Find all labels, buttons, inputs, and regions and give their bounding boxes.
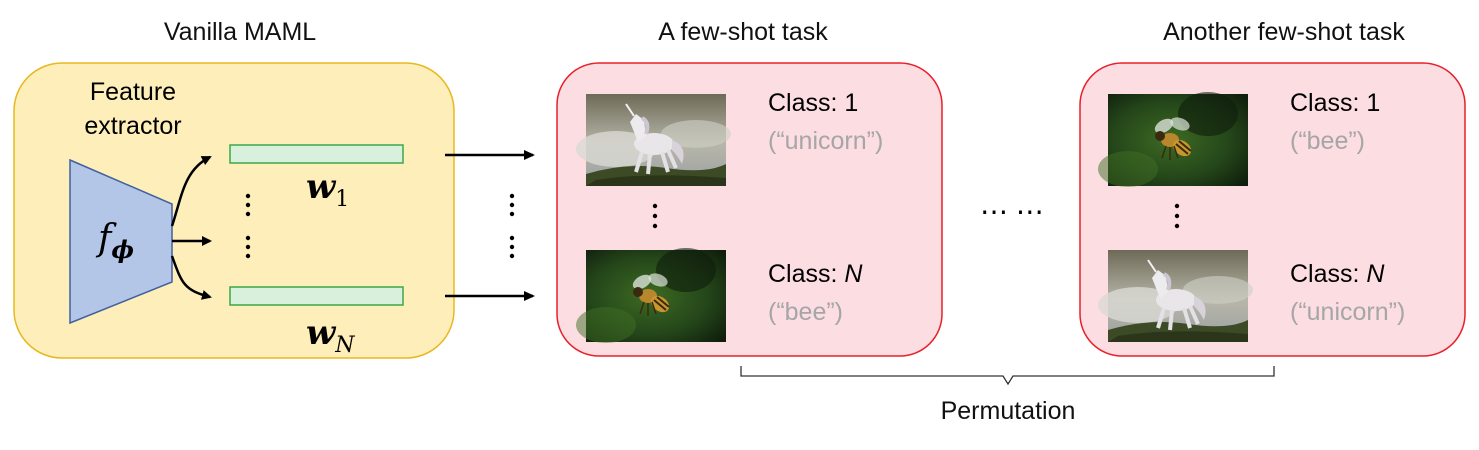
feature-extractor-trapezoid (69, 158, 173, 325)
extractor-arrow-top (170, 155, 212, 227)
task1-caption: A few-shot task (658, 18, 828, 46)
task1-bottom-class-name: (“bee”) (768, 298, 843, 326)
extractor-arrow-bottom (170, 255, 212, 300)
task2-bottom-class-label: Class: N (1290, 260, 1385, 288)
task2-vertical-dots (1174, 203, 1180, 229)
task2-top-image-bee (1097, 91, 1249, 188)
between-tasks-dots: ⋯ ⋯ (980, 196, 1044, 227)
arrows-vertical-dots (509, 193, 515, 259)
task2-bottom-class-name: (“unicorn”) (1290, 298, 1405, 326)
task1-vertical-dots (652, 203, 658, 229)
task1-top-class-label: Class: 1 (768, 89, 858, 117)
maml-vertical-dots (245, 193, 251, 259)
permutation-brace (740, 366, 1275, 386)
task1-top-image-unicorn (574, 92, 733, 188)
task1-bottom-image-bee (575, 247, 727, 344)
feature-extractor-label-line2: extractor (84, 112, 181, 140)
wN-label: wN (306, 313, 355, 358)
task1-bottom-class-label: Class: N (768, 260, 863, 288)
task2-bottom-image-unicorn (1096, 248, 1255, 344)
vanilla-maml-caption: Vanilla MAML (164, 18, 316, 46)
task2-top-class-label: Class: 1 (1290, 89, 1380, 117)
feature-extractor-label-line1: Feature (90, 78, 176, 106)
permutation-caption: Permutation (941, 397, 1076, 425)
task2-caption: Another few-shot task (1163, 18, 1405, 46)
task1-top-class-name: (“unicorn”) (768, 127, 883, 155)
task2-top-class-name: (“bee”) (1290, 127, 1365, 155)
w1-label: w1 (306, 167, 349, 212)
head-w1-bar (229, 144, 404, 164)
head-wN-bar (229, 286, 404, 306)
